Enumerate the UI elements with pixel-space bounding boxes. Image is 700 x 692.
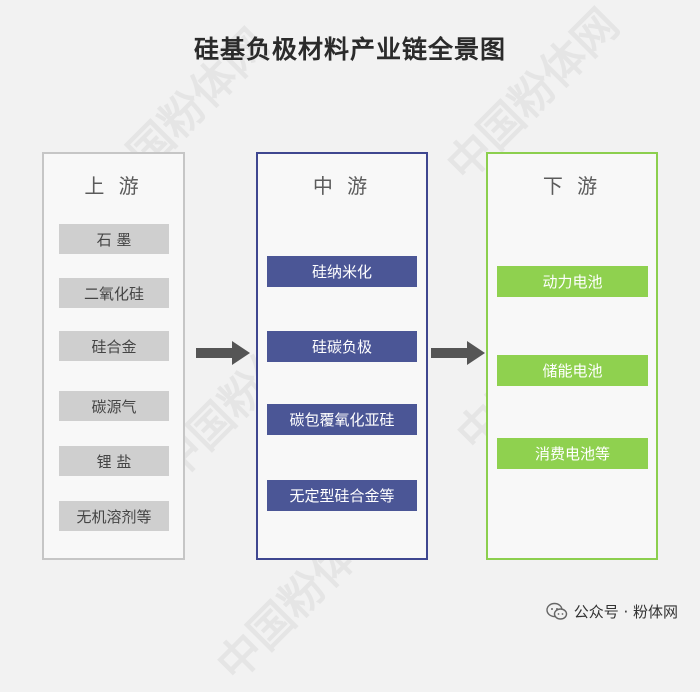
upstream-item: 硅合金 — [59, 331, 169, 361]
footer-text: 公众号 · 粉体网 — [573, 603, 678, 621]
arrow-right-icon — [431, 341, 485, 365]
downstream-item: 消费电池等 — [497, 438, 648, 469]
upstream-item: 碳源气 — [59, 391, 169, 421]
midstream-item: 硅纳米化 — [267, 256, 417, 287]
midstream-header: 中 游 — [312, 174, 372, 198]
midstream-column: 中 游 硅纳米化 硅碳负极 碳包覆氧化亚硅 无定型硅合金等 — [256, 152, 428, 560]
upstream-item: 锂 盐 — [59, 446, 169, 476]
upstream-item: 二氧化硅 — [59, 278, 169, 308]
downstream-column: 下 游 动力电池 储能电池 消费电池等 — [486, 152, 658, 560]
downstream-item: 储能电池 — [497, 355, 648, 386]
upstream-item: 无机溶剂等 — [59, 501, 169, 531]
midstream-item: 碳包覆氧化亚硅 — [267, 404, 417, 435]
downstream-header: 下 游 — [542, 174, 602, 198]
wechat-icon — [545, 602, 567, 620]
downstream-item: 动力电池 — [497, 266, 648, 297]
diagram-title: 硅基负极材料产业链全景图 — [193, 35, 506, 64]
arrow-right-icon — [196, 341, 250, 365]
midstream-item: 无定型硅合金等 — [267, 480, 417, 511]
footer-credit: 公众号 · 粉体网 — [545, 601, 678, 622]
upstream-item: 石 墨 — [59, 224, 169, 254]
upstream-header: 上 游 — [84, 174, 143, 198]
upstream-column: 上 游 石 墨 二氧化硅 硅合金 碳源气 锂 盐 无机溶剂等 — [42, 152, 185, 560]
midstream-item: 硅碳负极 — [267, 331, 417, 362]
